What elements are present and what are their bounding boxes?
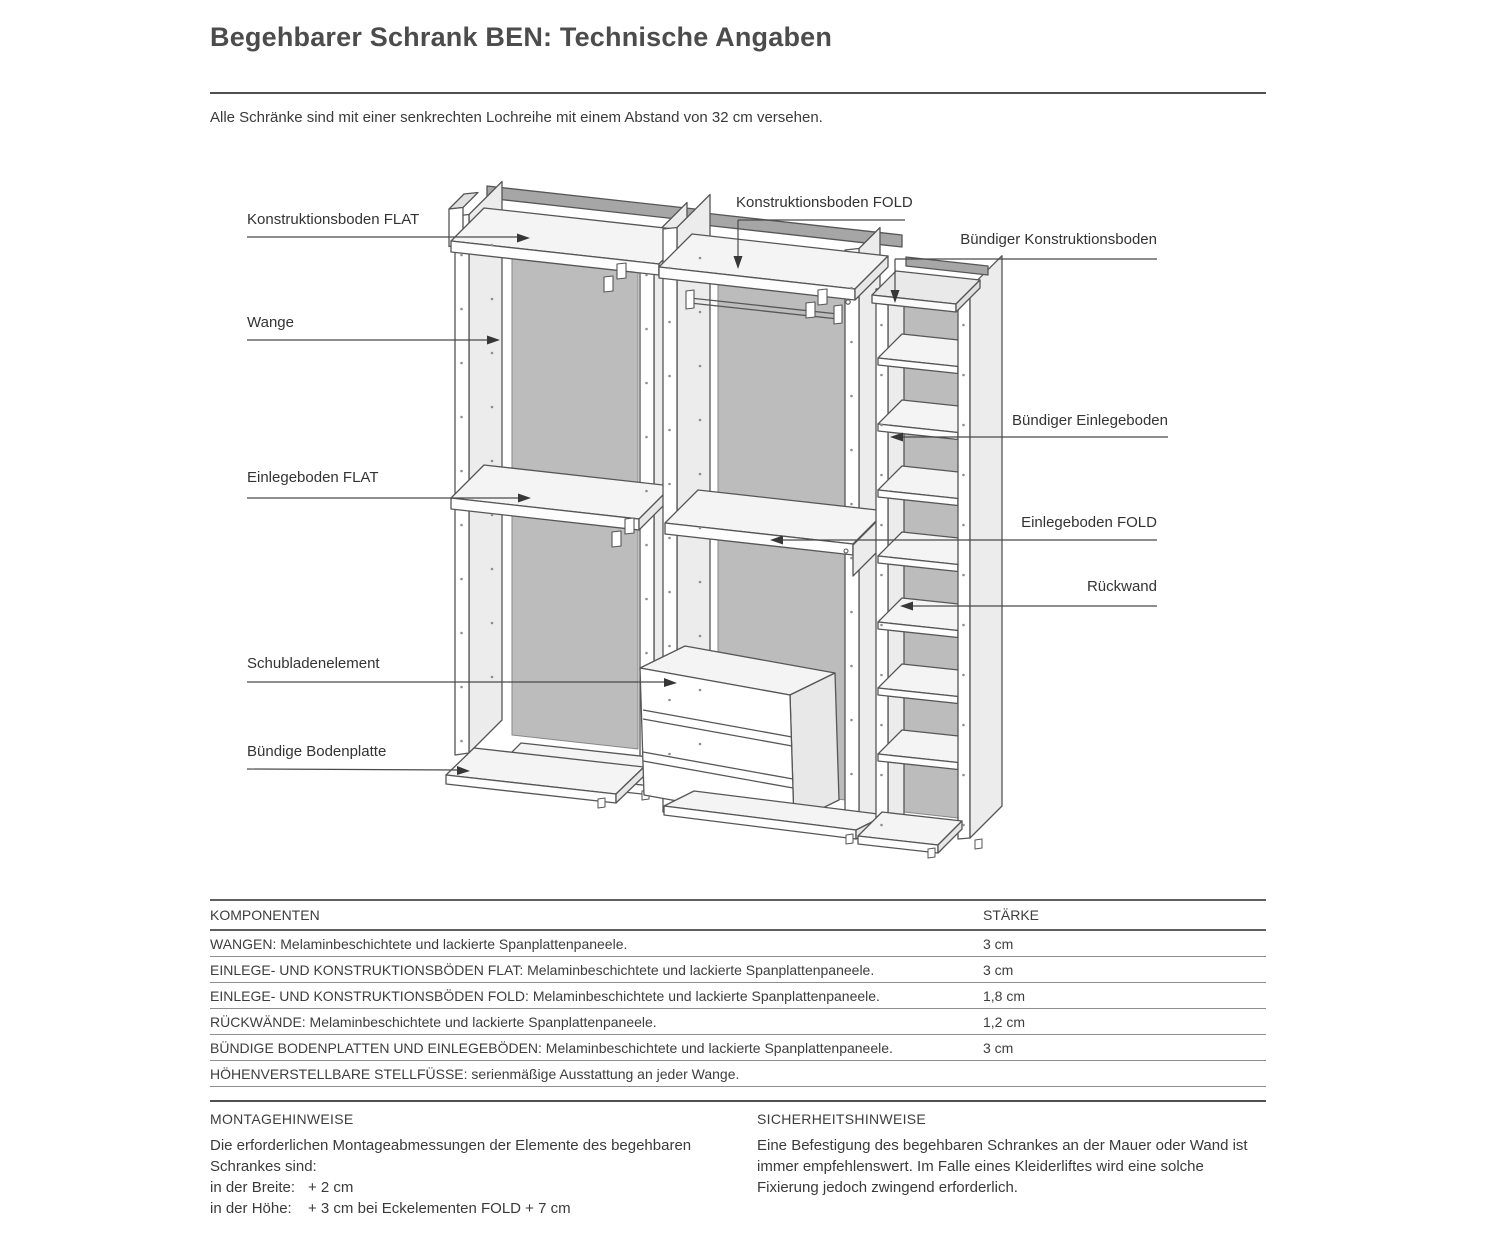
page-title: Begehbarer Schrank BEN: Technische Angab… xyxy=(210,22,833,52)
label-konstruktionsboden-flat: Konstruktionsboden FLAT xyxy=(247,211,420,228)
header-staerke: STÄRKE xyxy=(983,900,1266,931)
back-panel-middle-bay xyxy=(717,269,847,801)
table-row: EINLEGE- UND KONSTRUKTIONSBÖDEN FLAT: Me… xyxy=(210,956,1266,983)
tower-foot-plate xyxy=(857,811,963,859)
einlegeboden-fold-shelf xyxy=(664,489,887,577)
right-tower xyxy=(857,255,1003,859)
montage-row-hoehe: in der Höhe: + 3 cm bei Eckelementen FOL… xyxy=(210,1198,710,1219)
value-cell: 1,2 cm xyxy=(983,1008,1266,1035)
label-einlegeboden-fold: Einlegeboden FOLD xyxy=(1021,514,1157,531)
buendiger-konstruktionsboden-shelf xyxy=(871,256,989,313)
middle-bay xyxy=(639,193,903,845)
back-panel-left-bay xyxy=(511,252,639,750)
sicherheit-section: SICHERHEITSHINWEISE Eine Befestigung des… xyxy=(757,1111,1267,1198)
middle-bay-base-plate xyxy=(663,790,887,845)
table-row: WANGEN: Melaminbeschichtete und lackiert… xyxy=(210,930,1266,957)
component-cell: WANGEN: Melaminbeschichtete und lackiert… xyxy=(210,930,983,957)
montage-intro: Die erforderlichen Montageabmessungen de… xyxy=(210,1137,692,1175)
leader-lines xyxy=(246,219,1168,775)
value-cell: 3 cm xyxy=(983,930,1266,957)
section-divider xyxy=(210,1100,1266,1102)
rueckwand-panel xyxy=(894,299,959,819)
tower-shelves xyxy=(877,333,983,771)
table-row: EINLEGE- UND KONSTRUKTIONSBÖDEN FOLD: Me… xyxy=(210,982,1266,1009)
table-row: RÜCKWÄNDE: Melaminbeschichtete und lacki… xyxy=(210,1008,1266,1035)
label-buendige-bodenplatte: Bündige Bodenplatte xyxy=(247,743,387,760)
component-cell: EINLEGE- UND KONSTRUKTIONSBÖDEN FOLD: Me… xyxy=(210,982,983,1009)
label-konstruktionsboden-fold: Konstruktionsboden FOLD xyxy=(736,194,913,211)
value-cell xyxy=(983,1060,1266,1087)
component-cell: RÜCKWÄNDE: Melaminbeschichtete und lacki… xyxy=(210,1008,983,1035)
page-subtitle: Alle Schränke sind mit einer senkrechten… xyxy=(210,109,823,126)
buendige-bodenplatte-part xyxy=(445,742,687,809)
schubladenelement-unit xyxy=(639,645,840,823)
label-einlegeboden-flat: Einlegeboden FLAT xyxy=(247,469,379,486)
table-row: HÖHENVERSTELLBARE STELLFÜSSE: serienmäßi… xyxy=(210,1060,1266,1087)
konstruktionsboden-fold-shelf xyxy=(658,233,889,325)
label-rueckwand: Rückwand xyxy=(1086,578,1157,595)
montage-hoehe-label: in der Höhe: xyxy=(210,1200,292,1217)
component-cell: EINLEGE- UND KONSTRUKTIONSBÖDEN FLAT: Me… xyxy=(210,956,983,983)
label-schubladenelement: Schubladenelement xyxy=(247,655,380,672)
left-bay xyxy=(445,180,696,809)
title-rule xyxy=(210,92,1266,94)
value-cell: 1,8 cm xyxy=(983,982,1266,1009)
components-table: KOMPONENTEN STÄRKE WANGEN: Melaminbeschi… xyxy=(210,899,1266,1087)
table-header-row: KOMPONENTEN STÄRKE xyxy=(210,900,1266,931)
montage-row-breite: in der Breite: + 2 cm xyxy=(210,1177,710,1198)
montage-breite-label: in der Breite: xyxy=(210,1179,296,1196)
montage-section: MONTAGEHINWEISE Die erforderlichen Monta… xyxy=(210,1111,710,1219)
table-row: BÜNDIGE BODENPLATTEN UND EINLEGEBÖDEN: M… xyxy=(210,1034,1266,1061)
montage-breite-value: + 2 cm xyxy=(308,1179,354,1196)
montage-hoehe-value: + 3 cm bei Eckelementen FOLD + 7 cm xyxy=(308,1200,571,1217)
component-cell: HÖHENVERSTELLBARE STELLFÜSSE: serienmäßi… xyxy=(210,1060,983,1087)
montage-body: Die erforderlichen Montageabmessungen de… xyxy=(210,1135,710,1219)
einlegeboden-flat-shelf xyxy=(450,464,673,548)
component-cell: BÜNDIGE BODENPLATTEN UND EINLEGEBÖDEN: M… xyxy=(210,1034,983,1061)
label-wange: Wange xyxy=(247,314,294,331)
sicherheit-heading: SICHERHEITSHINWEISE xyxy=(757,1111,927,1127)
value-cell: 3 cm xyxy=(983,956,1266,983)
header-komponenten: KOMPONENTEN xyxy=(210,900,983,931)
label-buendiger-konstruktionsboden: Bündiger Konstruktionsboden xyxy=(960,231,1157,248)
sicherheit-body: Eine Befestigung des begehbaren Schranke… xyxy=(757,1137,1248,1196)
konstruktionsboden-flat-shelf xyxy=(450,207,693,293)
label-buendiger-einlegeboden: Bündiger Einlegeboden xyxy=(1012,412,1168,429)
montage-heading: MONTAGEHINWEISE xyxy=(210,1111,354,1127)
value-cell: 3 cm xyxy=(983,1034,1266,1061)
